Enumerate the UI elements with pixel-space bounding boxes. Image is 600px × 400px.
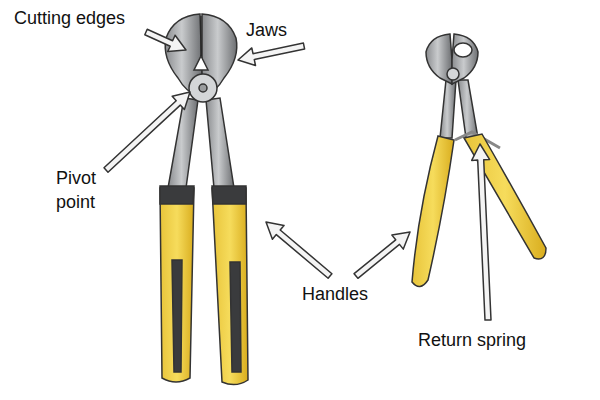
part-label: Jaws [246, 18, 287, 42]
leader-arrow [104, 92, 190, 172]
leader-arrow [145, 29, 186, 51]
part-label: Pivot point [56, 166, 108, 214]
leader-arrows [104, 29, 491, 320]
leader-arrow [472, 144, 491, 320]
part-label: Handles [302, 282, 368, 306]
leader-arrow [354, 232, 410, 278]
part-label: Cutting edges [14, 6, 125, 30]
leader-arrow [238, 43, 305, 65]
large-pliers [160, 14, 248, 385]
leader-arrow [266, 222, 332, 278]
part-label: Return spring [418, 328, 526, 352]
